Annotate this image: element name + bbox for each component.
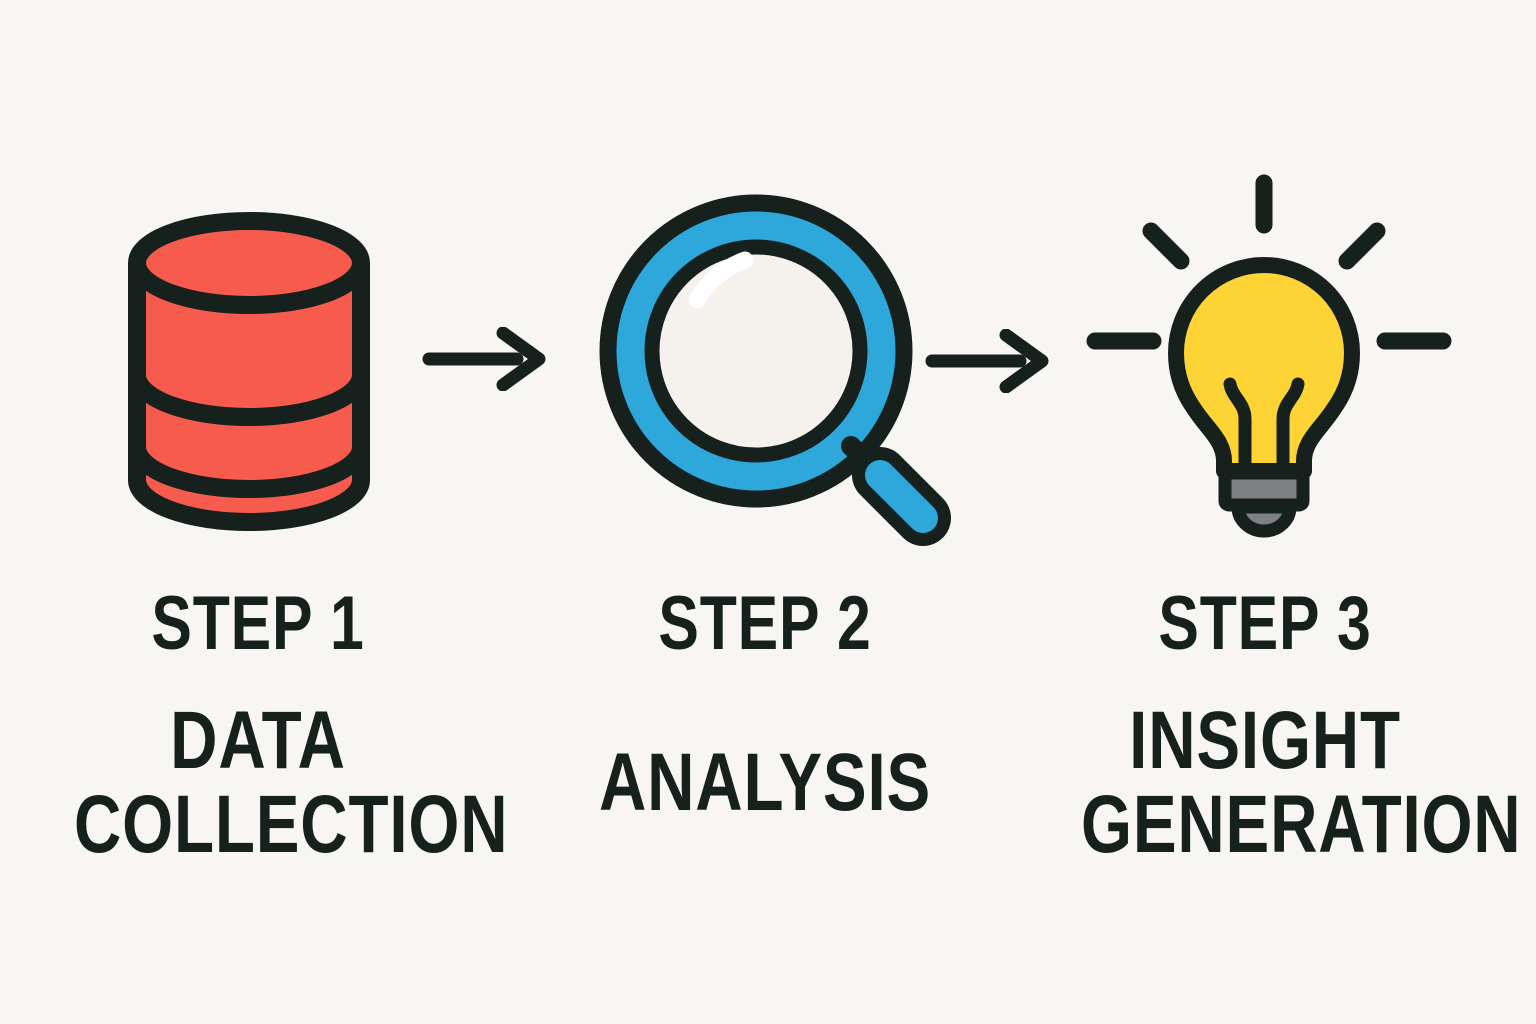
step-label-2: STEP 2	[658, 581, 872, 666]
step-title-3-line-1: INSIGHT	[1129, 695, 1401, 786]
step-label-3: STEP 3	[1158, 581, 1372, 666]
step-column-3: STEP 3 INSIGHT GENERATION	[1035, 0, 1522, 1024]
step-label-1: STEP 1	[151, 581, 365, 666]
step-title-1-line-1: DATA	[170, 695, 346, 786]
step-title-2: ANALYSIS	[535, 698, 995, 868]
step-title-2-line-1: ANALYSIS	[598, 737, 932, 828]
step-title-3-line-2: GENERATION	[1081, 779, 1522, 870]
lightbulb-icon	[1086, 174, 1452, 538]
step-title-1-line-2: COLLECTION	[74, 779, 509, 870]
magnifying-glass-icon	[599, 194, 951, 546]
step-title-3: INSIGHT GENERATION	[1035, 695, 1522, 870]
arrow-right-icon	[925, 329, 1049, 393]
step-column-2: STEP 2 ANALYSIS	[535, 0, 995, 1024]
step-title-1: DATA COLLECTION	[28, 695, 509, 870]
arrow-right-icon	[422, 327, 546, 391]
database-icon	[128, 212, 370, 531]
step-column-1: STEP 1 DATA COLLECTION	[28, 0, 509, 1024]
